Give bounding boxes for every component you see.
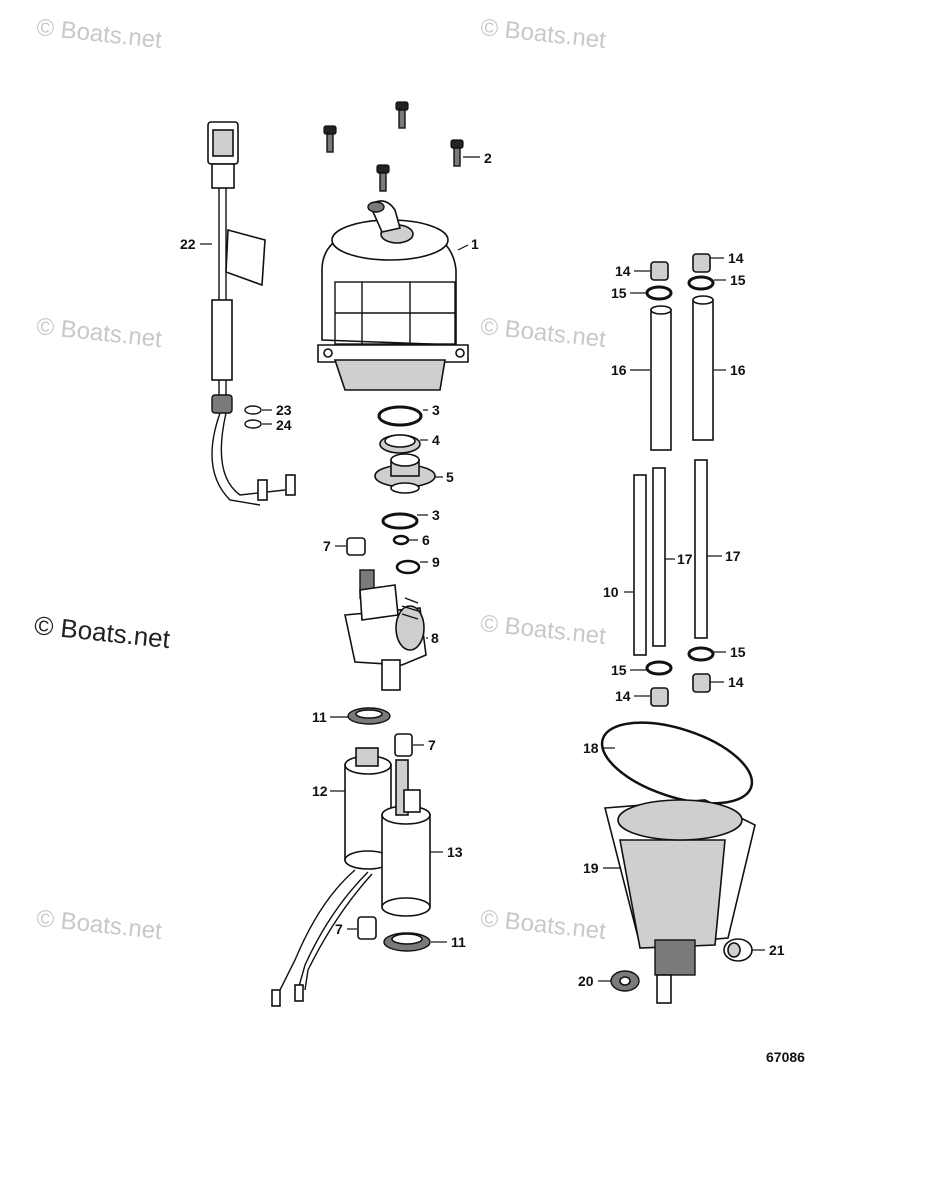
screw-part — [323, 101, 464, 192]
wiring-harness-part — [207, 121, 296, 506]
callout-18: 18 — [583, 740, 599, 756]
seal-stack-part — [346, 405, 436, 575]
callout-11: 11 — [451, 934, 466, 950]
callout-11: 11 — [312, 709, 327, 725]
fuel-housing-part — [317, 200, 469, 391]
callout-15: 15 — [611, 285, 627, 301]
callout-7: 7 — [323, 538, 331, 554]
callout-1: 1 — [471, 236, 479, 252]
callout-15: 15 — [611, 662, 627, 678]
callout-24: 24 — [276, 417, 292, 433]
callout-15: 15 — [730, 272, 746, 288]
callout-14: 14 — [728, 674, 744, 690]
callout-21: 21 — [769, 942, 785, 958]
callout-3: 3 — [432, 402, 440, 418]
callout-16: 16 — [611, 362, 627, 378]
callout-7: 7 — [335, 921, 343, 937]
callout-19: 19 — [583, 860, 599, 876]
callout-12: 12 — [312, 783, 328, 799]
document-number: 67086 — [766, 1049, 805, 1065]
filter-bowl-part — [600, 721, 756, 1004]
callout-22: 22 — [180, 236, 196, 252]
callout-8: 8 — [431, 630, 439, 646]
callout-23: 23 — [276, 402, 292, 418]
callout-14: 14 — [615, 263, 631, 279]
callout-15: 15 — [730, 644, 746, 660]
callout-2: 2 — [484, 150, 492, 166]
tube-set-part — [633, 253, 715, 707]
callout-3: 3 — [432, 507, 440, 523]
callout-17: 17 — [725, 548, 741, 564]
callout-13: 13 — [447, 844, 463, 860]
fuel-pump-part — [271, 707, 431, 1007]
pump-bracket-part — [344, 569, 427, 691]
callout-10: 10 — [603, 584, 619, 600]
callout-17: 17 — [677, 551, 693, 567]
callout-14: 14 — [728, 250, 744, 266]
callout-7: 7 — [428, 737, 436, 753]
callout-16: 16 — [730, 362, 746, 378]
leader-lines — [200, 156, 765, 982]
callout-9: 9 — [432, 554, 440, 570]
callout-5: 5 — [446, 469, 454, 485]
callout-4: 4 — [432, 432, 440, 448]
callout-14: 14 — [615, 688, 631, 704]
callout-20: 20 — [578, 973, 594, 989]
callout-6: 6 — [422, 532, 430, 548]
